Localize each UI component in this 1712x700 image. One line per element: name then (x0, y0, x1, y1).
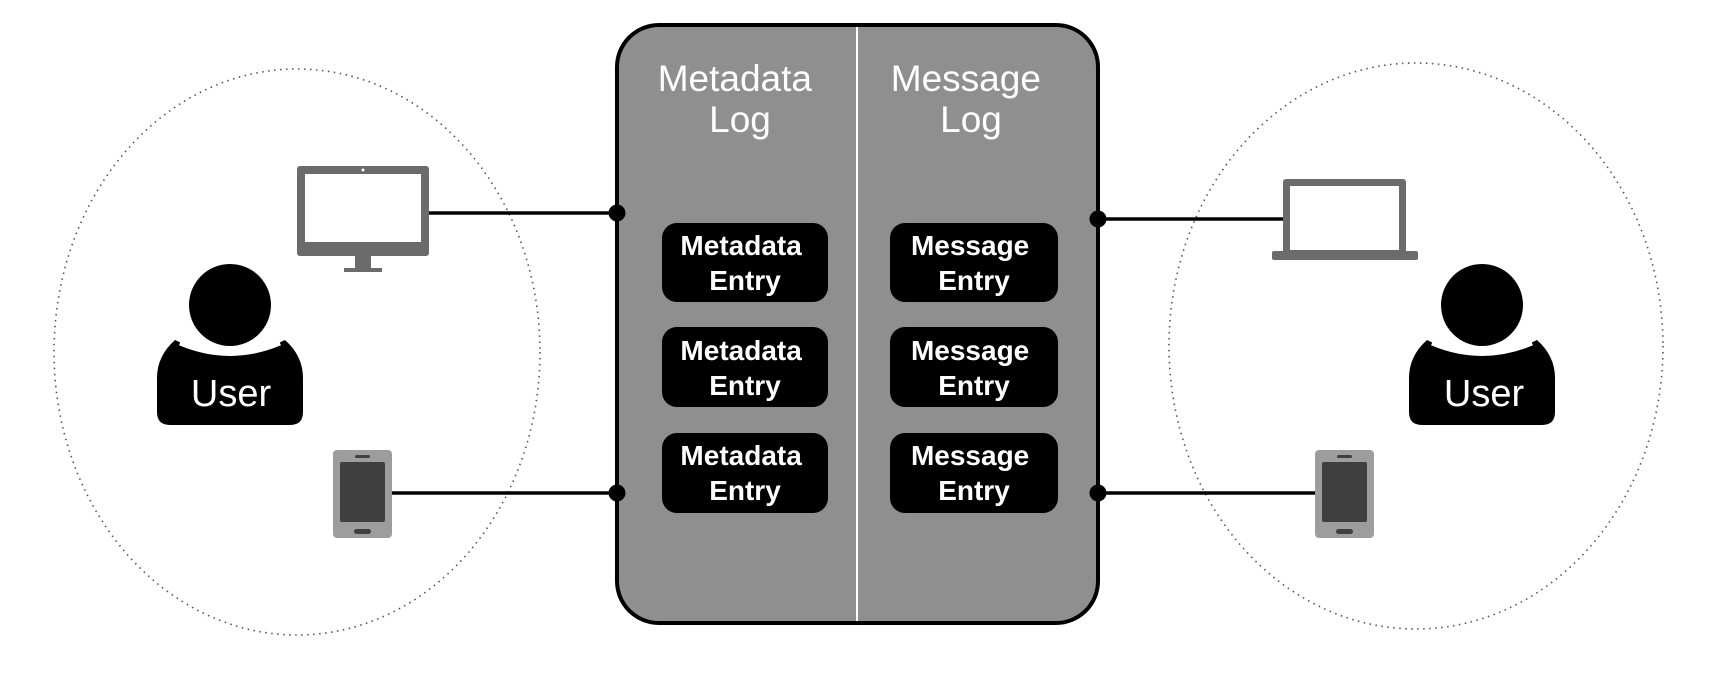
message-log-title-line1: Message (891, 58, 1041, 99)
connection-dot (608, 484, 626, 502)
message-entry-line2: Entry (938, 475, 1010, 506)
message-entry-line1: Message (911, 440, 1029, 471)
message-entry: Message Entry (890, 433, 1058, 513)
metadata-log-title-line1: Metadata (658, 58, 813, 99)
svg-text:Metadata Entry: Metadata Entry (680, 230, 809, 296)
metadata-entry: Metadata Entry (662, 433, 828, 513)
metadata-entry-line2: Entry (709, 475, 781, 506)
message-entry-line2: Entry (938, 370, 1010, 401)
left-user-label: User (191, 373, 272, 415)
metadata-entry-line1: Metadata (680, 230, 802, 261)
message-entry-line1: Message (911, 230, 1029, 261)
message-entry: Message Entry (890, 223, 1058, 302)
left-smartphone-icon (333, 450, 392, 538)
message-entry-line1: Message (911, 335, 1029, 366)
left-user-group: User (53, 68, 541, 636)
svg-text:Message Entry: Message Entry (911, 230, 1037, 296)
right-user-boundary (1168, 62, 1664, 630)
metadata-entry-line1: Metadata (680, 440, 802, 471)
metadata-entry: Metadata Entry (662, 223, 828, 302)
metadata-entry-line1: Metadata (680, 335, 802, 366)
message-log-title-line2: Log (940, 99, 1002, 140)
right-user-label: User (1444, 373, 1525, 415)
svg-text:Message Entry: Message Entry (911, 335, 1037, 401)
left-user-boundary (53, 68, 541, 636)
connection-dot (1089, 210, 1107, 228)
right-user-icon: User (1409, 264, 1555, 425)
metadata-log-title: Metadata Log (658, 58, 823, 140)
connection-dot (1089, 484, 1107, 502)
connection-dot (608, 204, 626, 222)
message-entry: Message Entry (890, 327, 1058, 407)
message-log-title: Message Log (891, 58, 1051, 140)
svg-text:Metadata Entry: Metadata Entry (680, 335, 809, 401)
metadata-entry-line2: Entry (709, 265, 781, 296)
svg-text:Message Entry: Message Entry (911, 440, 1037, 506)
log-store: Metadata Log Message Log Metadata Entry … (615, 23, 1100, 625)
metadata-log-title-line2: Log (709, 99, 771, 140)
laptop-icon (1272, 179, 1418, 260)
left-user-icon: User (157, 264, 303, 425)
svg-text:Metadata Entry: Metadata Entry (680, 440, 809, 506)
desktop-monitor-icon (297, 166, 429, 272)
connections (392, 211, 1315, 495)
metadata-entry-line2: Entry (709, 370, 781, 401)
message-entry-line2: Entry (938, 265, 1010, 296)
right-user-group: User (1168, 62, 1664, 630)
metadata-entry: Metadata Entry (662, 327, 828, 407)
right-smartphone-icon (1315, 450, 1374, 538)
connection-dots (608, 204, 1107, 502)
